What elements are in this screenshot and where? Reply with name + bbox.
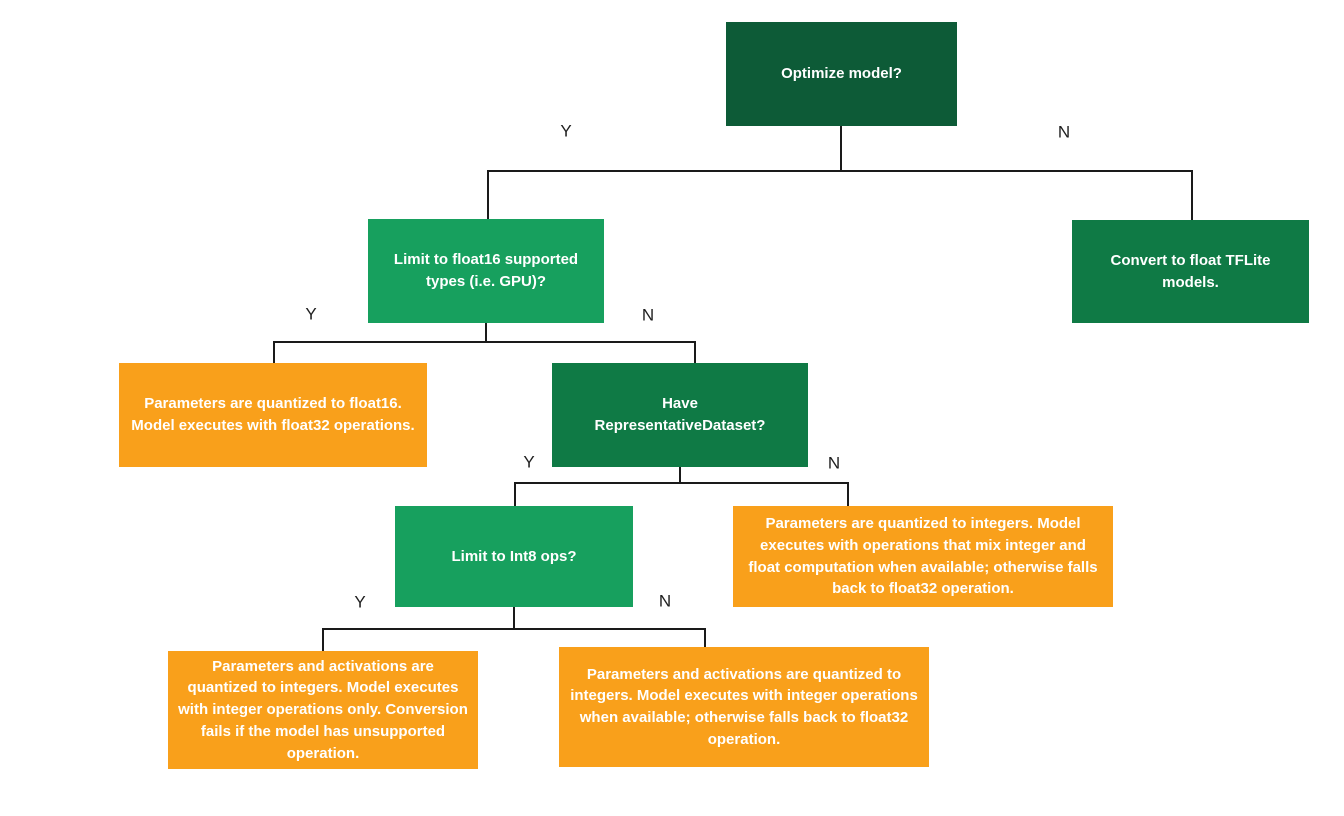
branch-label-optimize-model-no: N [1057, 122, 1071, 142]
node-convert-float-tflite: Convert to float TFLite models. [1072, 220, 1309, 323]
node-integer-only-outcome-text: Parameters and activations are quantized… [178, 657, 468, 762]
branch-label-optimize-model-yes: Y [560, 121, 572, 141]
node-integer-fallback-outcome-text: Parameters and activations are quantized… [570, 665, 918, 748]
connector-line [514, 482, 849, 484]
node-limit-float16-text: Limit to float16 supported types (i.e. G… [393, 251, 579, 290]
node-float16-outcome-text: Parameters are quantized to float16. Mod… [131, 395, 415, 434]
node-mixed-integer-outcome: Parameters are quantized to integers. Mo… [733, 506, 1113, 607]
node-optimize-model-text: Optimize model? [781, 65, 902, 83]
node-limit-int8-ops-text: Limit to Int8 ops? [451, 547, 577, 565]
connector-line [487, 170, 1193, 172]
connector-line [704, 628, 706, 647]
branch-label-limit-float16-no: N [641, 305, 655, 325]
node-have-representative-dataset-text: Have RepresentativeDataset? [594, 395, 766, 434]
connector-line [513, 607, 515, 629]
branch-label-have-representative-dataset-yes: Y [523, 452, 535, 472]
connector-line [273, 341, 275, 363]
connector-line [322, 628, 324, 651]
node-optimize-model: Optimize model? [726, 22, 957, 126]
node-have-representative-dataset: Have RepresentativeDataset? [552, 363, 808, 467]
branch-label-limit-int8-ops-yes: Y [354, 592, 366, 612]
branch-label-have-representative-dataset-no: N [827, 453, 841, 473]
connector-line [840, 126, 842, 171]
connector-line [679, 467, 681, 483]
node-mixed-integer-outcome-text: Parameters are quantized to integers. Mo… [748, 515, 1098, 598]
node-integer-fallback-outcome: Parameters and activations are quantized… [559, 647, 929, 767]
branch-label-limit-float16-yes: Y [305, 304, 317, 324]
node-limit-int8-ops: Limit to Int8 ops? [395, 506, 633, 607]
node-convert-float-tflite-text: Convert to float TFLite models. [1110, 251, 1271, 291]
node-integer-only-outcome: Parameters and activations are quantized… [168, 651, 478, 769]
connector-line [694, 341, 696, 363]
connector-line [847, 482, 849, 506]
connector-line [514, 482, 516, 506]
node-float16-outcome: Parameters are quantized to float16. Mod… [119, 363, 427, 467]
node-limit-float16: Limit to float16 supported types (i.e. G… [368, 219, 604, 323]
branch-label-limit-int8-ops-no: N [658, 591, 672, 611]
connector-line [485, 323, 487, 342]
connector-line [1191, 170, 1193, 220]
connector-line [487, 170, 489, 219]
connector-line [322, 628, 706, 630]
connector-line [273, 341, 696, 343]
